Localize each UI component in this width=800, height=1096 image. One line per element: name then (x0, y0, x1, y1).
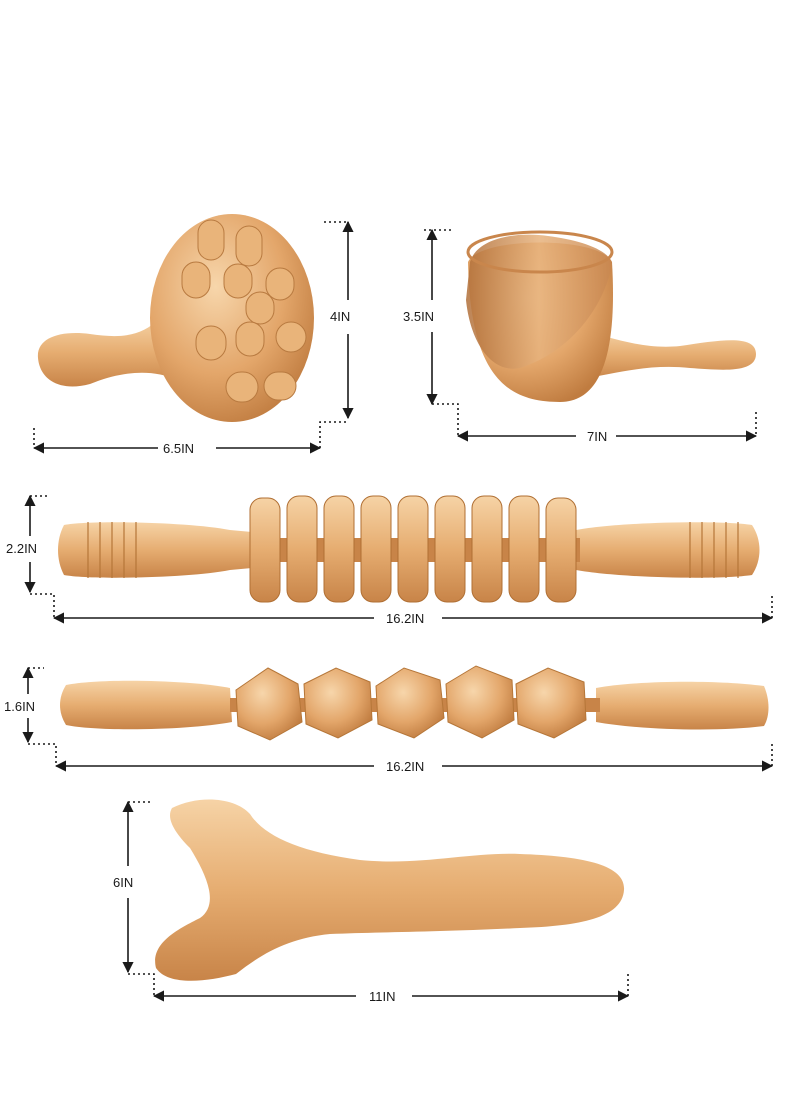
mushroom-massager (37, 214, 314, 422)
mushroom-height-label: 4IN (327, 309, 354, 324)
gear-roller-stick (58, 495, 760, 603)
scraper-width-label: 11IN (366, 989, 399, 1004)
cube-roller-height-label: 1.6IN (1, 699, 39, 714)
cube-roller-width-label: 16.2IN (383, 759, 428, 774)
scraper-height-label: 6IN (110, 875, 137, 890)
cube-roller-stick (60, 665, 769, 741)
cup-width-label: 7IN (584, 429, 611, 444)
dimension-lines (22, 220, 774, 1002)
mushroom-width-label: 6.5IN (160, 441, 198, 456)
gear-roller-width-label: 16.2IN (383, 611, 428, 626)
cup-massager (466, 230, 756, 402)
gear-roller-height-label: 2.2IN (3, 541, 41, 556)
scraping-board (155, 799, 625, 981)
cup-height-label: 3.5IN (400, 309, 438, 324)
